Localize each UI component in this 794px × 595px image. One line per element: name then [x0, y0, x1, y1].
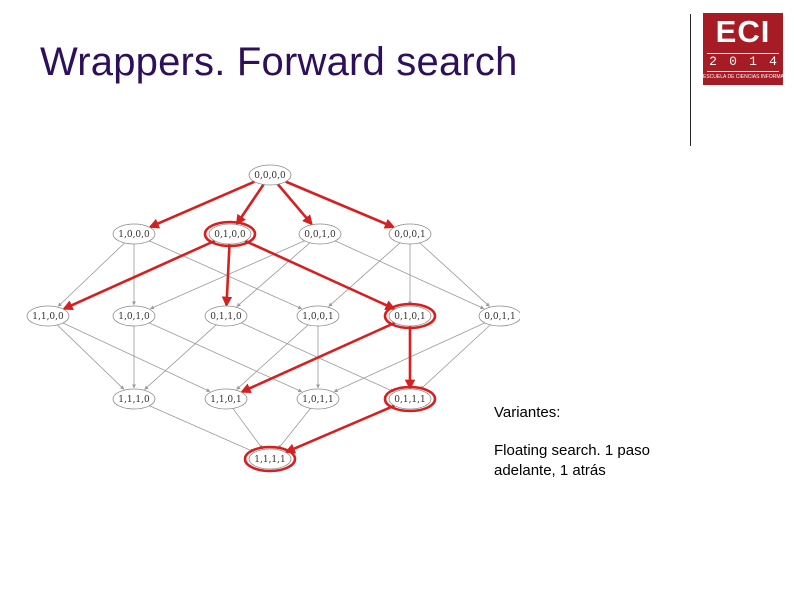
node-ellipse: [204, 388, 248, 410]
red-edge-n0000-n0010: [276, 183, 313, 226]
edge-n1001-n1101: [236, 324, 309, 390]
edge-n1100-n1101: [62, 322, 211, 392]
node-n1011: 1,0,1,1: [296, 388, 340, 410]
node-ellipse: [388, 305, 432, 327]
edge-n0010-n0011: [335, 240, 485, 310]
red-edge-n0000-n0001: [285, 180, 396, 229]
red-edge-n0100-n1100: [62, 239, 216, 311]
node-highlight-ring: [383, 385, 437, 413]
red-edge-n0100-n0110: [221, 243, 233, 308]
vertical-divider: [690, 14, 691, 146]
node-label: 0,0,1,0: [304, 230, 336, 240]
edge-n1010-n1011: [149, 322, 303, 393]
eci-logo: ECI 2 0 1 4 ESCUELA DE CIENCIAS INFORMAT…: [703, 13, 783, 85]
node-label: 1,1,0,1: [210, 395, 242, 405]
caption-text: Floating search. 1 paso adelante, 1 atrá…: [494, 442, 650, 479]
node-ellipse: [478, 305, 520, 327]
edge-n1011-n1111: [277, 408, 311, 450]
node-label: 1,1,1,0: [118, 395, 150, 405]
logo-subtitle: ESCUELA DE CIENCIAS INFORMATICAS: [703, 74, 783, 80]
logo-year-digit: 1: [749, 54, 757, 69]
node-n0111: 0,1,1,1: [383, 385, 437, 413]
red-edge-n0000-n0100: [235, 183, 265, 226]
node-ellipse: [296, 305, 340, 327]
node-n1010: 1,0,1,0: [112, 305, 156, 327]
edge-n1100-n1110: [57, 324, 125, 390]
edge-n0001-n0011: [419, 242, 490, 307]
node-label: 0,1,1,1: [394, 395, 426, 405]
node-highlight-ring: [203, 220, 257, 248]
red-edge-n0111-n1111: [284, 404, 395, 454]
node-n0011: 0,0,1,1: [478, 305, 520, 327]
node-label: 1,0,0,0: [118, 230, 150, 240]
logo-rule-bottom: [707, 71, 779, 72]
lattice-nodes: 0,0,0,0 1,0,0,0 0,1,0,0 0,0,1,0 0,0,0,1 1,1,0…: [26, 164, 520, 473]
node-label: 1,0,0,1: [302, 312, 334, 322]
node-n0110: 0,1,1,0: [204, 305, 248, 327]
node-ellipse: [248, 164, 292, 186]
node-ellipse: [112, 305, 156, 327]
node-highlight-ring: [383, 302, 437, 330]
node-label: 1,1,1,1: [254, 455, 286, 465]
node-label: 1,1,0,0: [32, 312, 64, 322]
node-label: 0,1,1,0: [210, 312, 242, 322]
node-label: 0,0,1,1: [484, 312, 516, 322]
edge-n1101-n1111: [232, 408, 263, 450]
node-highlight-ring: [243, 445, 297, 473]
red-edges: [62, 180, 416, 454]
node-n0101: 0,1,0,1: [383, 302, 437, 330]
node-n0010: 0,0,1,0: [298, 223, 342, 245]
node-ellipse: [112, 223, 156, 245]
caption-heading: Variantes:: [494, 404, 561, 421]
node-n1111: 1,1,1,1: [243, 445, 297, 473]
node-label: 1,0,1,0: [118, 312, 150, 322]
red-edge-n0000-n1000: [148, 180, 255, 229]
caption-box: Variantes: Floating search. 1 paso adela…: [494, 403, 694, 499]
logo-year-digit: 0: [729, 54, 737, 69]
logo-year-digit: 2: [709, 54, 717, 69]
red-edge-n0101-n1101: [240, 321, 396, 394]
edge-n0010-n0110: [236, 242, 311, 307]
node-label: 0,0,0,0: [254, 171, 286, 181]
node-label: 1,0,1,1: [302, 395, 334, 405]
edge-n0011-n0111: [420, 324, 491, 390]
node-n0100: 0,1,0,0: [203, 220, 257, 248]
node-ellipse: [208, 223, 252, 245]
lattice-diagram: 0,0,0,0 1,0,0,0 0,1,0,0 0,0,1,0 0,0,0,1 1,1,0…: [26, 164, 520, 473]
edge-n0110-n1110: [144, 324, 217, 390]
node-n1101: 1,1,0,1: [204, 388, 248, 410]
red-edge-n0100-n0101: [244, 239, 396, 310]
node-ellipse: [388, 223, 432, 245]
node-n1001: 1,0,0,1: [296, 305, 340, 327]
node-ellipse: [298, 223, 342, 245]
node-n1100: 1,1,0,0: [26, 305, 70, 327]
node-ellipse: [112, 388, 156, 410]
node-n1000: 1,0,0,0: [112, 223, 156, 245]
edge-n0001-n1001: [328, 242, 401, 307]
node-ellipse: [26, 305, 70, 327]
node-ellipse: [388, 388, 432, 410]
logo-rule-top: [707, 53, 779, 54]
node-ellipse: [296, 388, 340, 410]
edge-n1000-n1001: [149, 240, 303, 310]
node-label: 0,1,0,1: [394, 312, 426, 322]
node-ellipse: [248, 448, 292, 470]
node-n1110: 1,1,1,0: [112, 388, 156, 410]
edge-n1110-n1111: [149, 405, 255, 453]
node-n0000: 0,0,0,0: [248, 164, 292, 186]
logo-year: 2 0 1 4: [703, 55, 783, 69]
node-ellipse: [204, 305, 248, 327]
edge-n1000-n1100: [57, 242, 125, 307]
logo-year-digit: 4: [769, 54, 777, 69]
logo-text: ECI: [715, 14, 771, 49]
slide-title: Wrappers. Forward search: [40, 40, 518, 84]
node-n0001: 0,0,0,1: [388, 223, 432, 245]
node-label: 0,0,0,1: [394, 230, 426, 240]
node-label: 0,1,0,0: [214, 230, 246, 240]
